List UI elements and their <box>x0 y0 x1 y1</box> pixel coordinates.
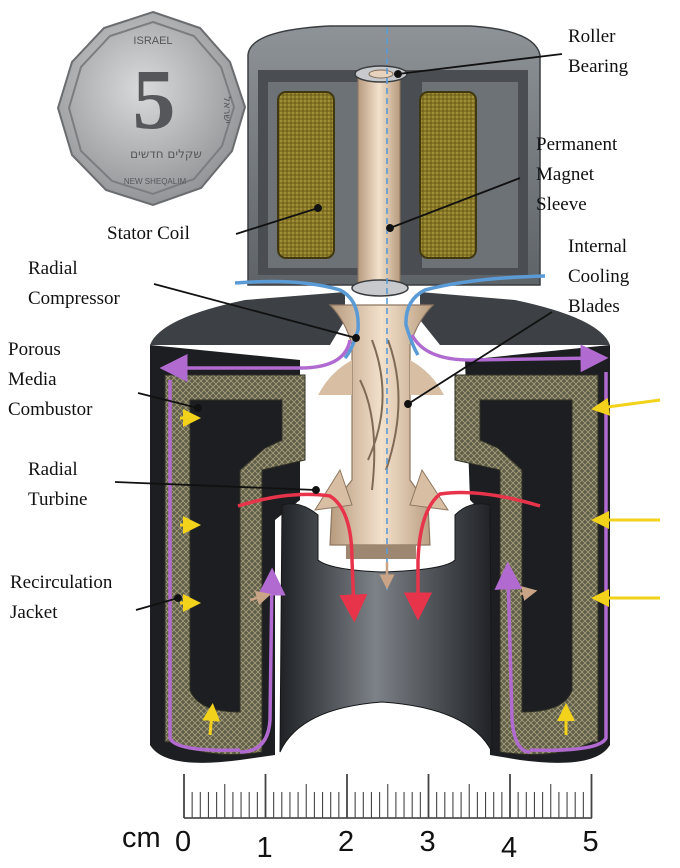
ruler-tick-label: 2 <box>338 826 355 858</box>
ruler-tick-label: 4 <box>501 832 518 864</box>
coin-legend-bottom: שקלים חדשים <box>130 147 202 161</box>
leader-stator-coil <box>235 204 322 235</box>
label-permanent-magnet-sleeve: Permanent Magnet Sleeve <box>536 134 618 215</box>
label-porous-media-combustor: Porous Media Combustor <box>8 339 93 420</box>
coin-legend-hebrew: ישראל <box>221 96 232 123</box>
ruler-tick-label: 3 <box>419 826 436 858</box>
leader-roller-bearing <box>394 53 563 78</box>
leader-internal-cooling <box>404 311 553 408</box>
coin-legend-english: NEW SHEQALIM <box>124 177 187 186</box>
coin-legend-top: ISRAEL <box>133 35 172 47</box>
ruler-tick-label: 1 <box>256 832 273 864</box>
scale-unit-label: cm <box>122 822 161 854</box>
label-roller-bearing: Roller Bearing <box>568 26 629 77</box>
ruler-tick-label: 0 <box>175 826 192 858</box>
recirc-right-up <box>494 561 531 754</box>
stator-coil-left <box>277 91 335 259</box>
combustor-body <box>150 292 610 763</box>
leader-permanent-magnet <box>386 177 521 232</box>
hot-flow-left <box>237 492 368 623</box>
flow-arrows <box>159 274 661 754</box>
label-internal-cooling-blades: Internal Cooling Blades <box>568 236 630 317</box>
label-radial-compressor: Radial Compressor <box>28 258 120 309</box>
ruler-tick-label: 5 <box>582 826 599 858</box>
recirc-top-right <box>410 334 609 373</box>
label-stator-coil: Stator Coil <box>107 223 190 244</box>
recirc-left-down <box>168 380 241 752</box>
leader-lines <box>114 53 563 611</box>
cool-flow-left <box>234 279 360 360</box>
stator-coil-right <box>419 91 477 259</box>
leader-recirculation-jacket <box>135 594 182 611</box>
exhaust-nozzle <box>279 503 493 753</box>
cool-flow-right <box>404 274 546 356</box>
coin-body <box>56 10 247 207</box>
shaft-sleeve <box>357 69 401 291</box>
recirc-top-left <box>159 339 352 382</box>
roller-bearing-bottom <box>351 279 409 297</box>
leader-radial-turbine <box>114 481 320 494</box>
label-radial-turbine: Radial Turbine <box>28 459 88 510</box>
coin-numeral: 5 <box>133 51 176 147</box>
label-recirculation-jacket: Recirculation Jacket <box>10 572 113 623</box>
recirc-left-up <box>239 567 286 754</box>
scale-ruler <box>183 774 593 819</box>
rotor-assembly <box>314 304 450 559</box>
generator-housing <box>247 25 541 297</box>
coin-image: 5 ISRAEL ישראל שקלים חדשים NEW SHEQALIM <box>56 10 247 207</box>
porous-media-right <box>454 374 599 755</box>
hot-flow-right <box>404 490 541 621</box>
recirc-right-down <box>529 372 608 752</box>
leader-radial-compressor <box>153 283 360 342</box>
leader-porous-media <box>137 392 202 412</box>
